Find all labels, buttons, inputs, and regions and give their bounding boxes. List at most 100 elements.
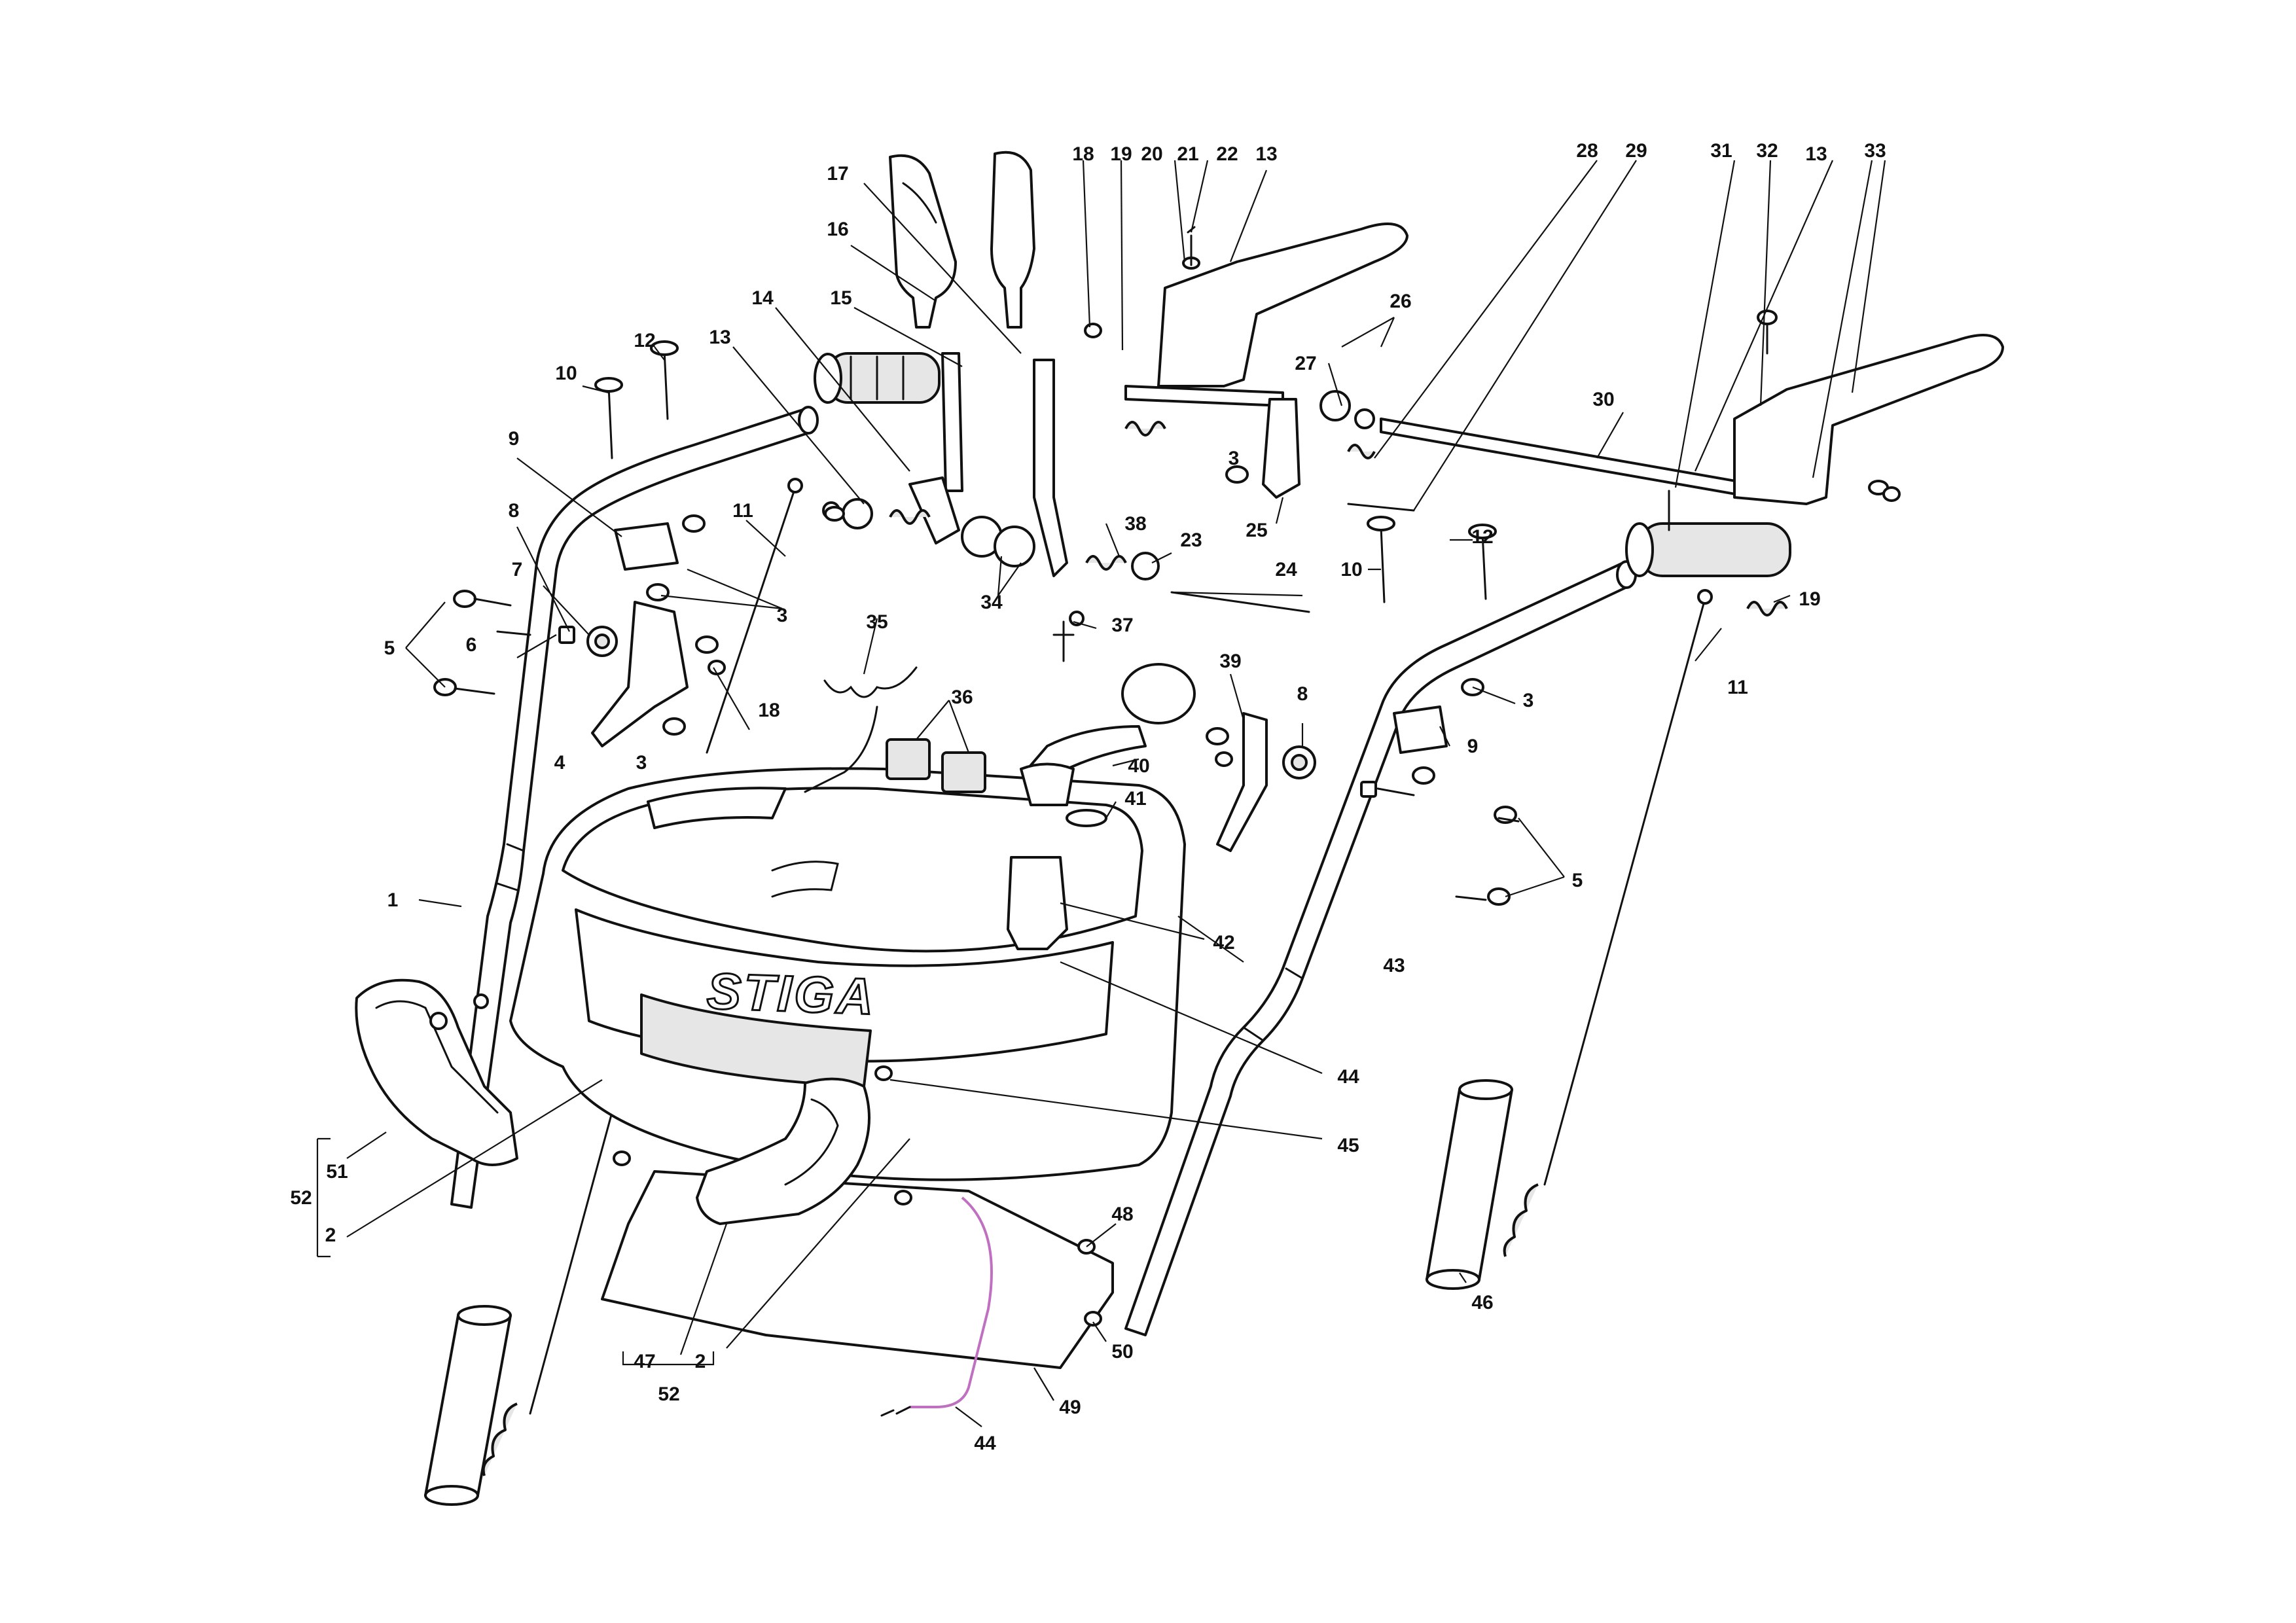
callout-10: 10	[555, 363, 577, 384]
left-washer	[842, 498, 873, 529]
callout-43: 43	[1383, 955, 1405, 976]
spring-20	[1124, 421, 1166, 437]
callout-44: 44	[974, 1433, 996, 1454]
switch-body-42	[1007, 856, 1068, 950]
callout-13: 13	[709, 327, 730, 348]
callout-11: 11	[1727, 677, 1748, 698]
callout-1: 1	[387, 889, 399, 911]
callout-8: 8	[1297, 683, 1308, 705]
callout-8: 8	[509, 500, 520, 522]
callout-50: 50	[1111, 1341, 1133, 1363]
callout-12: 12	[634, 330, 655, 351]
callout-26: 26	[1390, 291, 1411, 312]
control-panel-housing: STIGA	[509, 767, 1186, 1181]
callout-23: 23	[1180, 529, 1202, 551]
rod-30	[1380, 418, 1755, 499]
callout-3: 3	[1229, 448, 1240, 469]
callout-52: 52	[658, 1383, 679, 1405]
bolt-24	[1170, 591, 1310, 613]
callout-38: 38	[1124, 513, 1146, 535]
callout-52: 52	[290, 1187, 312, 1209]
callout-24: 24	[1275, 559, 1297, 580]
callout-33: 33	[1864, 140, 1886, 162]
left-hand-guard	[355, 978, 518, 1166]
callout-37: 37	[1111, 615, 1133, 636]
right-shift-lever	[990, 151, 1035, 329]
callout-31: 31	[1710, 140, 1732, 162]
right-cable-eyelet	[1697, 589, 1713, 605]
bracket-9-right	[1393, 705, 1448, 754]
callout-25: 25	[1246, 520, 1267, 541]
callout-14: 14	[751, 287, 774, 309]
callout-6: 6	[466, 634, 477, 656]
callout-30: 30	[1592, 389, 1614, 410]
left-hand-grip	[827, 352, 941, 404]
lever-spacer-b	[994, 526, 1035, 567]
callout-18: 18	[758, 700, 780, 721]
callout-18: 18	[1072, 143, 1094, 165]
callout-19: 19	[1110, 143, 1132, 165]
callout-16: 16	[827, 219, 848, 240]
right-handle-cover	[1426, 1079, 1539, 1290]
callout-9: 9	[509, 428, 520, 450]
callout-4: 4	[554, 752, 565, 774]
callout-5: 5	[1572, 870, 1583, 891]
spring-28	[1347, 444, 1376, 459]
right-hand-guard	[696, 1077, 870, 1225]
bolt-29	[1347, 503, 1415, 512]
cam-27	[1319, 390, 1375, 429]
callout-3: 3	[1523, 690, 1534, 711]
callout-29: 29	[1625, 140, 1647, 162]
switch-36-b	[941, 751, 986, 793]
bracket-4	[591, 601, 689, 747]
left-handle-cover	[424, 1305, 518, 1506]
callout-40: 40	[1128, 755, 1149, 777]
lever-spring-left	[889, 509, 931, 525]
callout-2: 2	[325, 1224, 336, 1246]
callout-47: 47	[634, 1351, 655, 1372]
callout-35: 35	[866, 611, 888, 633]
left-shift-lever	[889, 154, 957, 329]
lever-bracket	[908, 476, 960, 544]
callout-19: 19	[1799, 588, 1820, 610]
callout-3: 3	[636, 752, 647, 774]
callout-21: 21	[1177, 143, 1198, 165]
callout-17: 17	[827, 163, 848, 185]
lever-rod-right	[1033, 359, 1068, 577]
right-cable	[1543, 597, 1706, 1186]
right-upper-mount	[1733, 334, 2004, 505]
wiring-35	[804, 666, 918, 793]
brand-logo: STIGA	[706, 962, 877, 1026]
callout-41: 41	[1124, 788, 1146, 810]
callout-20: 20	[1141, 143, 1162, 165]
switch-36-a	[886, 738, 931, 780]
bracket-39	[1216, 712, 1268, 852]
callout-46: 46	[1471, 1292, 1493, 1313]
bracket-9-left	[614, 522, 679, 571]
callout-49: 49	[1059, 1397, 1081, 1418]
callout-39: 39	[1219, 651, 1241, 672]
spring-19	[1746, 601, 1788, 616]
washer-41	[1066, 809, 1107, 827]
right-washer	[1131, 552, 1160, 580]
callout-36: 36	[951, 687, 973, 708]
callout-51: 51	[326, 1161, 348, 1183]
callout-2: 2	[695, 1351, 706, 1372]
hardware	[433, 226, 1901, 1327]
callout-34: 34	[980, 592, 1003, 613]
callout-12: 12	[1471, 526, 1493, 548]
callout-9: 9	[1467, 736, 1479, 757]
callout-11: 11	[732, 500, 753, 522]
callout-32: 32	[1756, 140, 1778, 162]
callout-5: 5	[384, 637, 395, 659]
wire-harness	[910, 1196, 993, 1408]
right-handlebar	[1124, 560, 1637, 1336]
callout-42: 42	[1213, 932, 1234, 954]
callout-3: 3	[777, 605, 788, 626]
callout-7: 7	[512, 559, 523, 580]
lever-spring-right	[1085, 555, 1127, 571]
callout-48: 48	[1111, 1204, 1133, 1225]
callout-45: 45	[1337, 1135, 1359, 1156]
leader-lines	[316, 160, 1886, 1427]
